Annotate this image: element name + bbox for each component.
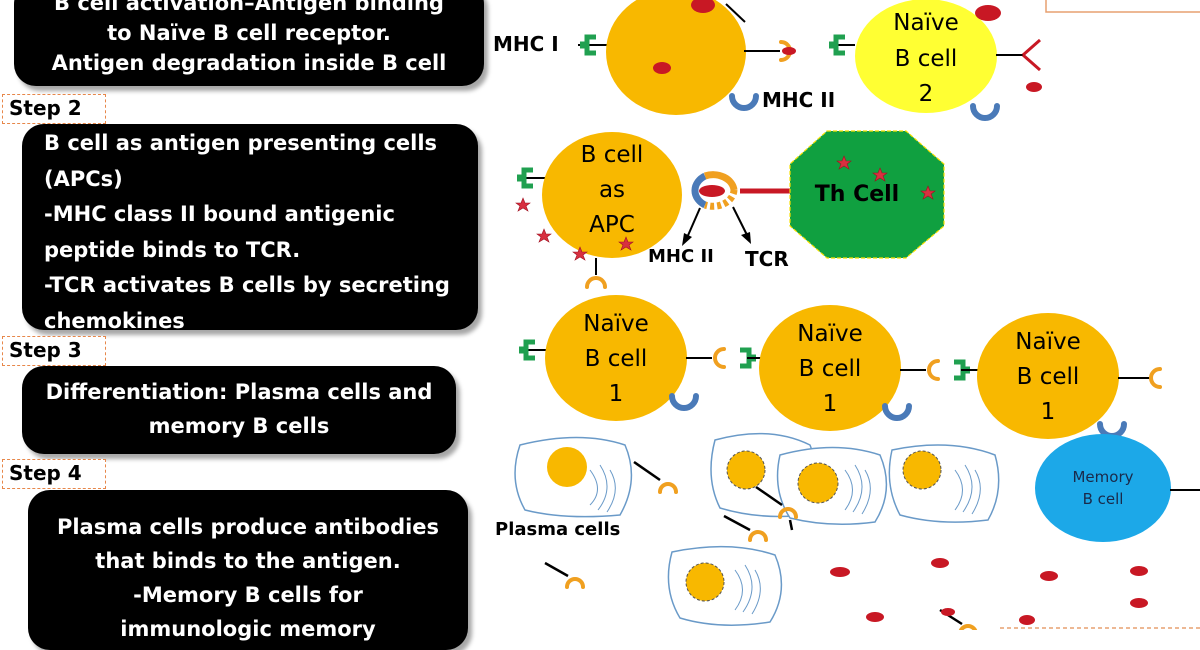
memory-line1: Memory <box>1072 468 1133 486</box>
naive1c-line2: B cell <box>1017 364 1080 390</box>
antigen-blob <box>653 62 671 74</box>
bcr-mhc1-link-2 <box>900 359 980 381</box>
mhc2-receptor-top <box>732 96 756 108</box>
bcr-receptor-top <box>744 40 796 62</box>
memory-b-cell <box>1035 434 1171 542</box>
plasma-cells-label: Plasma cells <box>495 519 620 540</box>
bcr-receptor-naive1c <box>1118 367 1162 389</box>
mhc2-receptor-naive1a <box>672 396 696 408</box>
tcr-arrow <box>732 206 749 238</box>
naive1c-line3: 1 <box>1041 399 1056 425</box>
antibody <box>544 561 585 589</box>
step1-line-1: B cell activation–Antigen binding <box>54 0 444 15</box>
plasma-cell <box>776 446 888 525</box>
step4-label: Step 4 <box>2 459 106 489</box>
memory-line2: B cell <box>1083 490 1124 508</box>
naive1a-line1: Naïve <box>583 311 648 337</box>
plasma-cell <box>888 444 1000 523</box>
naive1a-line3: 1 <box>609 381 624 407</box>
naive1b-line3: 1 <box>823 391 838 417</box>
naive-b-cell-1c <box>977 313 1119 439</box>
mhc2-receptor-naive2 <box>973 106 997 118</box>
antibody <box>788 519 794 531</box>
naive2-line3: 2 <box>919 81 934 107</box>
step2-box: B cell as antigen presenting cells (APCs… <box>22 124 478 333</box>
antibody <box>633 460 678 494</box>
bcr-mhc1-link-1 <box>686 347 766 369</box>
mhc2-tcr-complex <box>691 171 795 210</box>
step2-line-6: chemokines <box>44 308 185 333</box>
naive-b-cell-2 <box>855 0 997 113</box>
mhc2-arrowhead <box>682 233 692 246</box>
mhc1-receptor-naive2 <box>829 37 855 53</box>
step3-line-1: Differentiation: Plasma cells and <box>45 380 433 404</box>
antigen-blob <box>931 558 949 568</box>
step2-line-3: -MHC class II bound antigenic <box>44 202 395 226</box>
antigen-blob <box>1040 571 1058 581</box>
naive-b-cell-1b <box>759 305 901 431</box>
step2-line-2: (APCs) <box>44 166 123 191</box>
naive1c-line1: Naïve <box>1015 329 1080 355</box>
mhc1-receptor-top <box>578 37 607 53</box>
top-orange-cell <box>606 0 746 115</box>
antigen-blob <box>691 0 715 13</box>
step4-box: Plasma cells produce antibodies that bin… <box>28 490 468 650</box>
step4-line-3: -Memory B cells for <box>133 583 363 607</box>
step1-line-3: Antigen degradation inside B cell <box>51 51 447 75</box>
th-cell-label: Th Cell <box>815 182 899 207</box>
plasma-cell <box>667 545 783 626</box>
step1-box: B cell activation–Antigen binding to Naï… <box>14 0 484 86</box>
step2-line-1: B cell as antigen presenting cells <box>44 131 438 155</box>
step2-line-5: -TCR activates B cells by secreting <box>44 273 450 297</box>
naive2-line1: Naïve <box>893 10 958 36</box>
antigen-blob <box>1130 598 1148 608</box>
mhc1-receptor-apc <box>517 170 545 186</box>
tcr-arrowhead <box>741 232 751 244</box>
bcr-receptor-apc <box>585 258 607 289</box>
apc-line1: B cell <box>581 142 644 168</box>
antigen-blob <box>1130 566 1148 576</box>
naive2-line2: B cell <box>895 46 958 72</box>
mhc2-arrow <box>685 207 701 241</box>
step4-line-1: Plasma cells produce antibodies <box>56 515 440 539</box>
antigen-blob <box>975 5 1001 21</box>
antigen-blob <box>866 612 884 622</box>
mhc2-label-top: MHC II <box>762 88 835 112</box>
mhc1-label: MHC I <box>493 32 559 56</box>
antigen-blob <box>1026 82 1042 92</box>
apc-line3: APC <box>589 212 635 238</box>
apc-line2: as <box>599 177 625 203</box>
antigen-star <box>536 228 552 243</box>
receptor-stem <box>725 3 746 23</box>
naive1b-line1: Naïve <box>797 321 862 347</box>
naive1a-line2: B cell <box>585 346 648 372</box>
th-cell <box>789 130 945 259</box>
antigen-blob <box>830 567 850 577</box>
b-cell-apc <box>542 132 682 258</box>
antibody <box>755 485 798 519</box>
step3-box: Differentiation: Plasma cells and memory… <box>22 366 456 454</box>
b-cell-diagram: MHC I MHC II Naïve B cell 2 B cell as AP… <box>493 0 1200 630</box>
plasma-cell <box>514 436 633 518</box>
step2-label: Step 2 <box>2 94 106 124</box>
step1-line-2: to Naïve B cell receptor. <box>107 21 391 45</box>
naive-b-cell-1a <box>545 295 687 421</box>
mhc2-label-mid: MHC II <box>648 246 714 267</box>
step3-line-2: memory B cells <box>148 414 330 438</box>
antibody <box>723 514 768 542</box>
step2-line-4: peptide binds to TCR. <box>44 237 301 262</box>
step4-line-2: that binds to the antigen. <box>95 549 401 573</box>
naive1b-line2: B cell <box>799 356 862 382</box>
antigen-blob <box>941 608 955 616</box>
mhc2-receptor-naive1b <box>885 406 909 418</box>
tcr-label: TCR <box>745 247 789 271</box>
antibody-receptor-naive2 <box>996 38 1041 72</box>
mhc1-receptor-row3 <box>519 342 548 358</box>
step3-label: Step 3 <box>2 336 106 366</box>
top-right-box-edge <box>1045 0 1200 13</box>
antigen-star <box>515 197 531 212</box>
antigen-blob <box>1019 615 1035 625</box>
